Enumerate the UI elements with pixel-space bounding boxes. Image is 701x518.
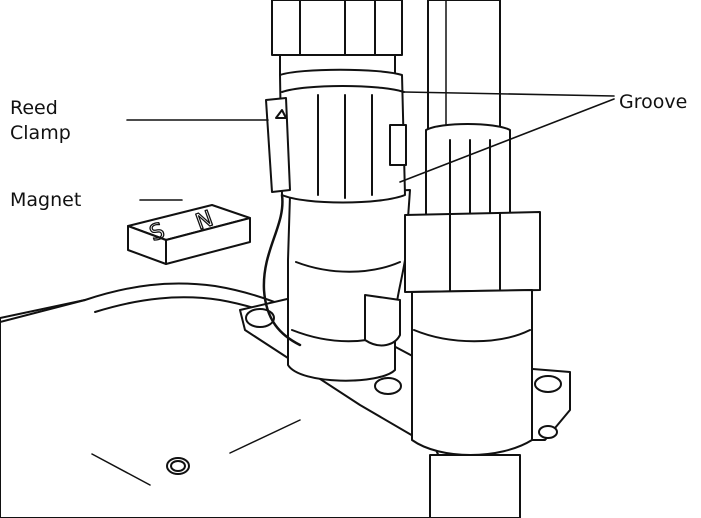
reed-clamp-label-line2: Clamp [10, 122, 71, 144]
groove-leader-lower [399, 98, 615, 183]
groove-leader-upper [403, 91, 615, 97]
left-valve-body [287, 189, 411, 382]
right-pipe [427, 0, 501, 131]
left-pipe [271, 0, 403, 76]
groove-label: Groove [619, 91, 688, 113]
magnet-label: Magnet [10, 189, 82, 211]
reed-clamp-collar [265, 68, 407, 204]
reed-clamp-label-line1: Reed [10, 97, 58, 119]
reed-switch-cable [262, 193, 302, 347]
magnet-block [127, 204, 251, 265]
leader-lines [126, 91, 615, 201]
